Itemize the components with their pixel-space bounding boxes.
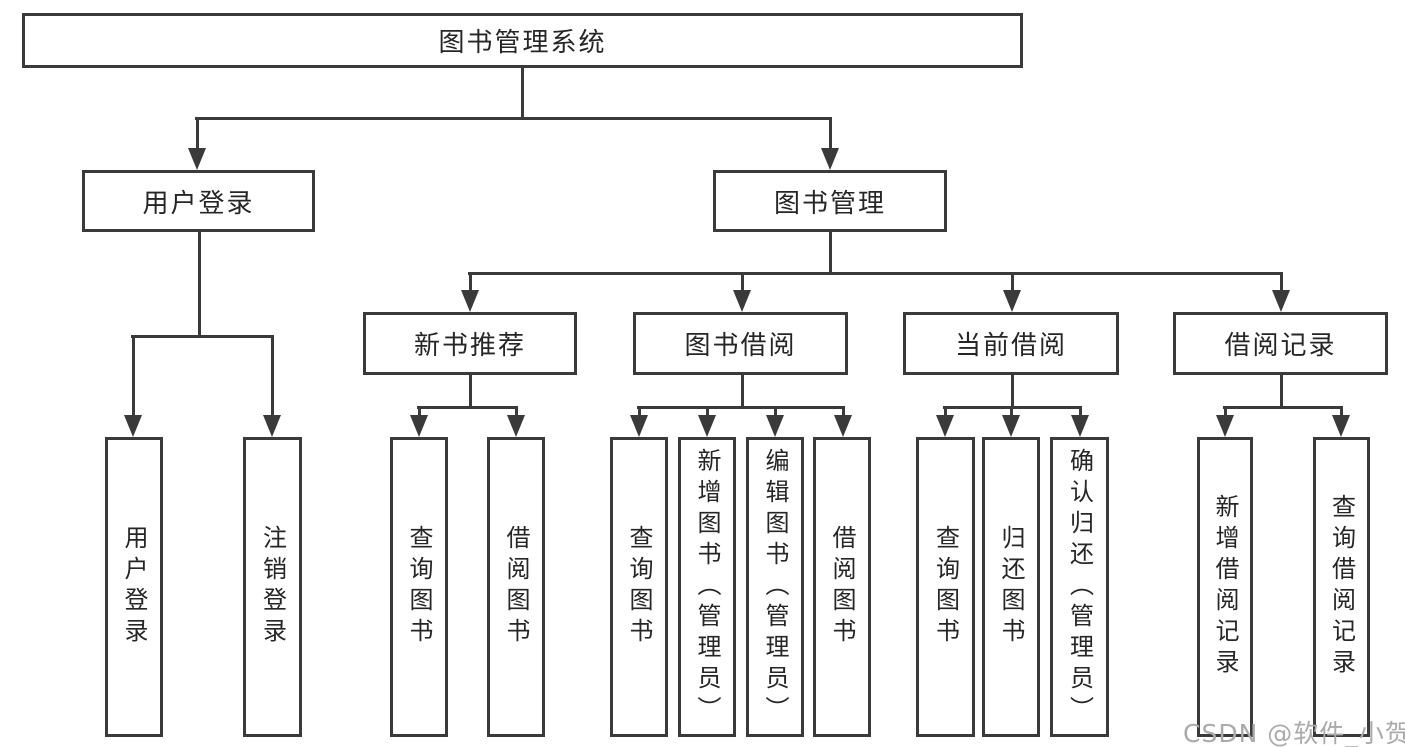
node-query-books-borrow: 查询图书	[610, 437, 668, 737]
arrow-stem	[1339, 406, 1343, 415]
arrow-down-icon	[1002, 415, 1020, 437]
node-label-current-borrowing: 当前借阅	[954, 331, 1067, 361]
arrow-down-icon	[507, 415, 525, 437]
node-label-user-login-branch: 用户登录	[142, 188, 255, 219]
node-label-logout: 注销登录	[258, 525, 287, 649]
arrow-stem	[468, 272, 472, 290]
connector-vline	[468, 373, 472, 409]
arrow-stem	[1279, 272, 1283, 290]
arrow-stem	[637, 406, 641, 415]
connector-vline	[520, 66, 524, 120]
node-label-query-books-recommend: 查询图书	[405, 525, 433, 649]
arrow-stem	[828, 117, 832, 148]
node-root: 图书管理系统	[22, 13, 1023, 68]
connector-vline	[740, 373, 744, 409]
node-label-borrowing-records: 借阅记录	[1224, 331, 1337, 361]
connector-vline	[1010, 373, 1014, 409]
arrow-down-icon	[766, 415, 784, 437]
arrow-down-icon	[1272, 290, 1290, 312]
arrow-down-icon	[834, 415, 852, 437]
arrow-stem	[705, 406, 709, 415]
connector-vline	[828, 230, 832, 275]
arrow-down-icon	[124, 415, 142, 437]
node-user-login: 用户登录	[105, 437, 163, 737]
node-query-books-current: 查询图书	[916, 437, 975, 737]
node-new-book-recommend: 新书推荐	[363, 312, 577, 375]
arrow-down-icon	[698, 415, 716, 437]
node-label-user-login: 用户登录	[120, 525, 148, 649]
node-user-login-branch: 用户登录	[82, 170, 315, 232]
connector-hline	[637, 406, 845, 409]
connector-vline	[197, 230, 201, 338]
node-query-books-recommend: 查询图书	[390, 437, 448, 737]
arrow-down-icon	[936, 415, 954, 437]
node-label-edit-books-admin: 编辑图书（管理员）	[761, 447, 789, 727]
node-borrowing-records: 借阅记录	[1173, 312, 1388, 375]
connector-hline	[417, 406, 518, 409]
arrow-down-icon	[821, 148, 839, 170]
node-label-book-management: 图书管理	[773, 188, 886, 219]
node-return-books: 归还图书	[982, 437, 1040, 737]
node-query-borrow-record: 查询借阅记录	[1313, 437, 1370, 737]
node-label-book-borrowing: 图书借阅	[684, 331, 797, 361]
connector-hline	[131, 335, 274, 338]
arrow-stem	[514, 406, 518, 415]
node-label-query-books-current: 查询图书	[931, 525, 960, 649]
arrow-down-icon	[733, 290, 751, 312]
node-current-borrowing: 当前借阅	[903, 312, 1119, 375]
arrow-stem	[943, 406, 947, 415]
node-label-add-borrow-record: 新增借阅记录	[1211, 494, 1239, 680]
node-borrow-books-recommend: 借阅图书	[487, 437, 545, 737]
arrow-stem	[131, 335, 135, 415]
arrow-down-icon	[1332, 415, 1350, 437]
connector-hline	[195, 117, 832, 120]
connector-hline	[1223, 406, 1343, 409]
node-logout: 注销登录	[243, 437, 302, 737]
arrow-down-icon	[410, 415, 428, 437]
arrow-stem	[773, 406, 777, 415]
node-label-query-borrow-record: 查询借阅记录	[1327, 494, 1356, 680]
arrow-stem	[740, 272, 744, 290]
node-book-management: 图书管理	[713, 170, 947, 232]
connector-hline	[943, 406, 1082, 409]
arrow-down-icon	[1216, 415, 1234, 437]
arrow-down-icon	[188, 148, 206, 170]
arrow-stem	[1223, 406, 1227, 415]
arrow-down-icon	[461, 290, 479, 312]
arrow-down-icon	[1003, 290, 1021, 312]
connector-hline	[468, 272, 1283, 275]
node-confirm-return-admin: 确认归还（管理员）	[1050, 437, 1109, 737]
arrow-stem	[417, 406, 421, 415]
node-label-borrow-books-recommend: 借阅图书	[502, 525, 530, 649]
node-add-books-admin: 新增图书（管理员）	[678, 437, 736, 737]
node-edit-books-admin: 编辑图书（管理员）	[746, 437, 804, 737]
arrow-stem	[195, 117, 199, 148]
arrow-stem	[841, 406, 845, 415]
node-label-borrow-books: 借阅图书	[828, 525, 856, 649]
csdn-watermark: CSDN @软件_小贺同学	[1183, 719, 1405, 747]
node-label-new-book-recommend: 新书推荐	[413, 331, 526, 361]
arrow-stem	[1009, 406, 1013, 415]
node-label-root: 图书管理系统	[438, 28, 607, 58]
arrow-stem	[1010, 272, 1014, 290]
node-label-query-books-borrow: 查询图书	[625, 525, 653, 649]
node-label-confirm-return-admin: 确认归还（管理员）	[1065, 447, 1094, 727]
arrow-stem	[270, 335, 274, 415]
arrow-down-icon	[1071, 415, 1089, 437]
node-add-borrow-record: 新增借阅记录	[1197, 437, 1253, 737]
arrow-stem	[1078, 406, 1082, 415]
node-label-add-books-admin: 新增图书（管理员）	[693, 447, 721, 727]
node-label-return-books: 归还图书	[997, 525, 1025, 649]
arrow-down-icon	[263, 415, 281, 437]
connector-vline	[1279, 373, 1283, 409]
arrow-down-icon	[630, 415, 648, 437]
node-borrow-books: 借阅图书	[813, 437, 871, 737]
node-book-borrowing: 图书借阅	[633, 312, 848, 375]
